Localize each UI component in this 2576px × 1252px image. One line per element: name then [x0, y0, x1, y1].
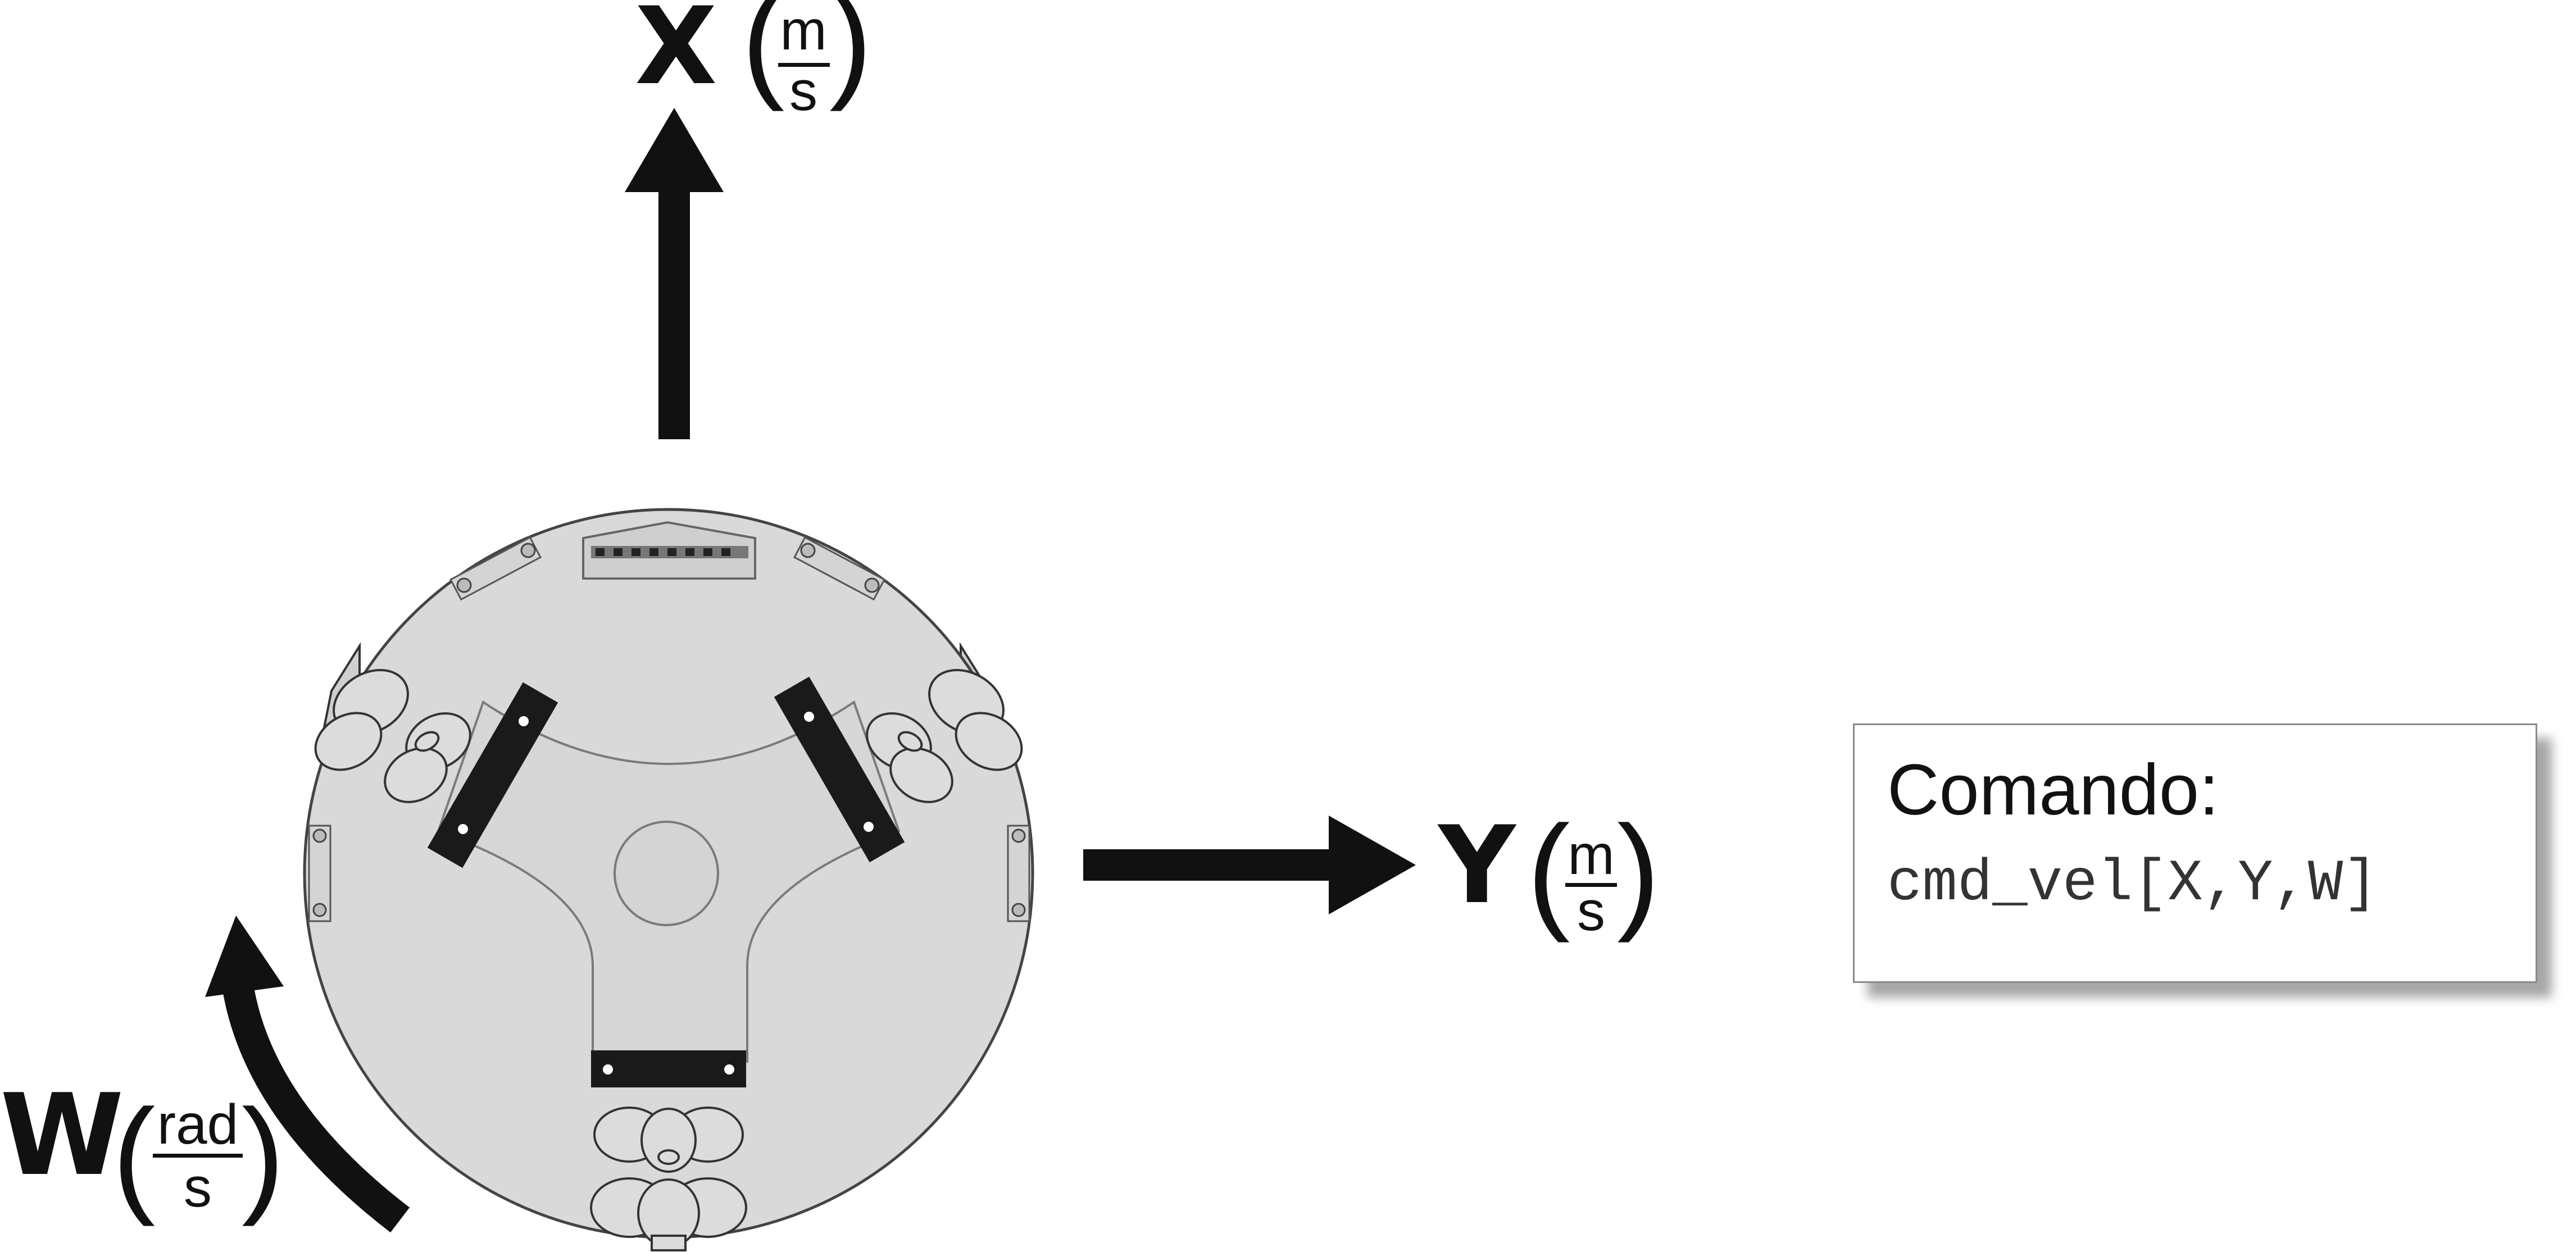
y-unit-den: s — [1577, 880, 1605, 943]
command-box: Comando: cmd_vel[X,Y,W] — [1853, 723, 2537, 983]
w-symbol: W — [0, 1070, 124, 1201]
y-axis-label: Y ( m s ) — [1437, 799, 1660, 943]
motor-bracket-right — [774, 676, 905, 863]
omni-wheel-bottom — [590, 1107, 747, 1251]
motor-bracket-bottom — [591, 1050, 746, 1087]
omni-robot — [303, 508, 1034, 1251]
command-title: Comando: — [1887, 750, 2219, 830]
command-code: cmd_vel[X,Y,W] — [1887, 850, 2378, 917]
w-axis-label: W ( rad s ) — [0, 1070, 285, 1227]
center-hub — [614, 821, 719, 926]
w-paren-left: ( — [112, 1082, 156, 1227]
top-connector — [582, 521, 756, 580]
omni-wheel-left — [314, 668, 471, 803]
w-rotation-arrow — [205, 916, 410, 1233]
y-paren-left: ( — [1527, 799, 1570, 943]
y-symbol: Y — [1437, 803, 1517, 927]
omni-wheel-right — [866, 668, 1023, 803]
x-paren-right: ) — [829, 0, 873, 112]
x-frac-bar — [778, 63, 830, 67]
mount-plate-left — [308, 825, 331, 922]
y-unit-num: m — [1568, 823, 1614, 886]
x-unit-den: s — [789, 60, 817, 122]
motor-bracket-left — [427, 682, 558, 868]
x-unit-num: m — [780, 0, 826, 62]
mount-plate-top-left — [449, 536, 542, 601]
w-unit-den: s — [184, 1156, 212, 1219]
w-frac-bar — [153, 1154, 243, 1158]
mount-plate-top-right — [793, 536, 886, 601]
mount-plate-right — [1007, 825, 1030, 922]
y-paren-right: ) — [1617, 799, 1660, 943]
w-paren-right: ) — [242, 1082, 285, 1227]
w-unit-num: rad — [157, 1093, 239, 1156]
x-paren-left: ( — [742, 0, 785, 112]
x-axis-label: X ( m s ) — [635, 0, 873, 122]
x-axis-arrow — [625, 108, 724, 439]
y-frac-bar — [1565, 883, 1617, 887]
x-symbol: X — [635, 0, 717, 108]
y-axis-arrow — [1083, 816, 1416, 914]
